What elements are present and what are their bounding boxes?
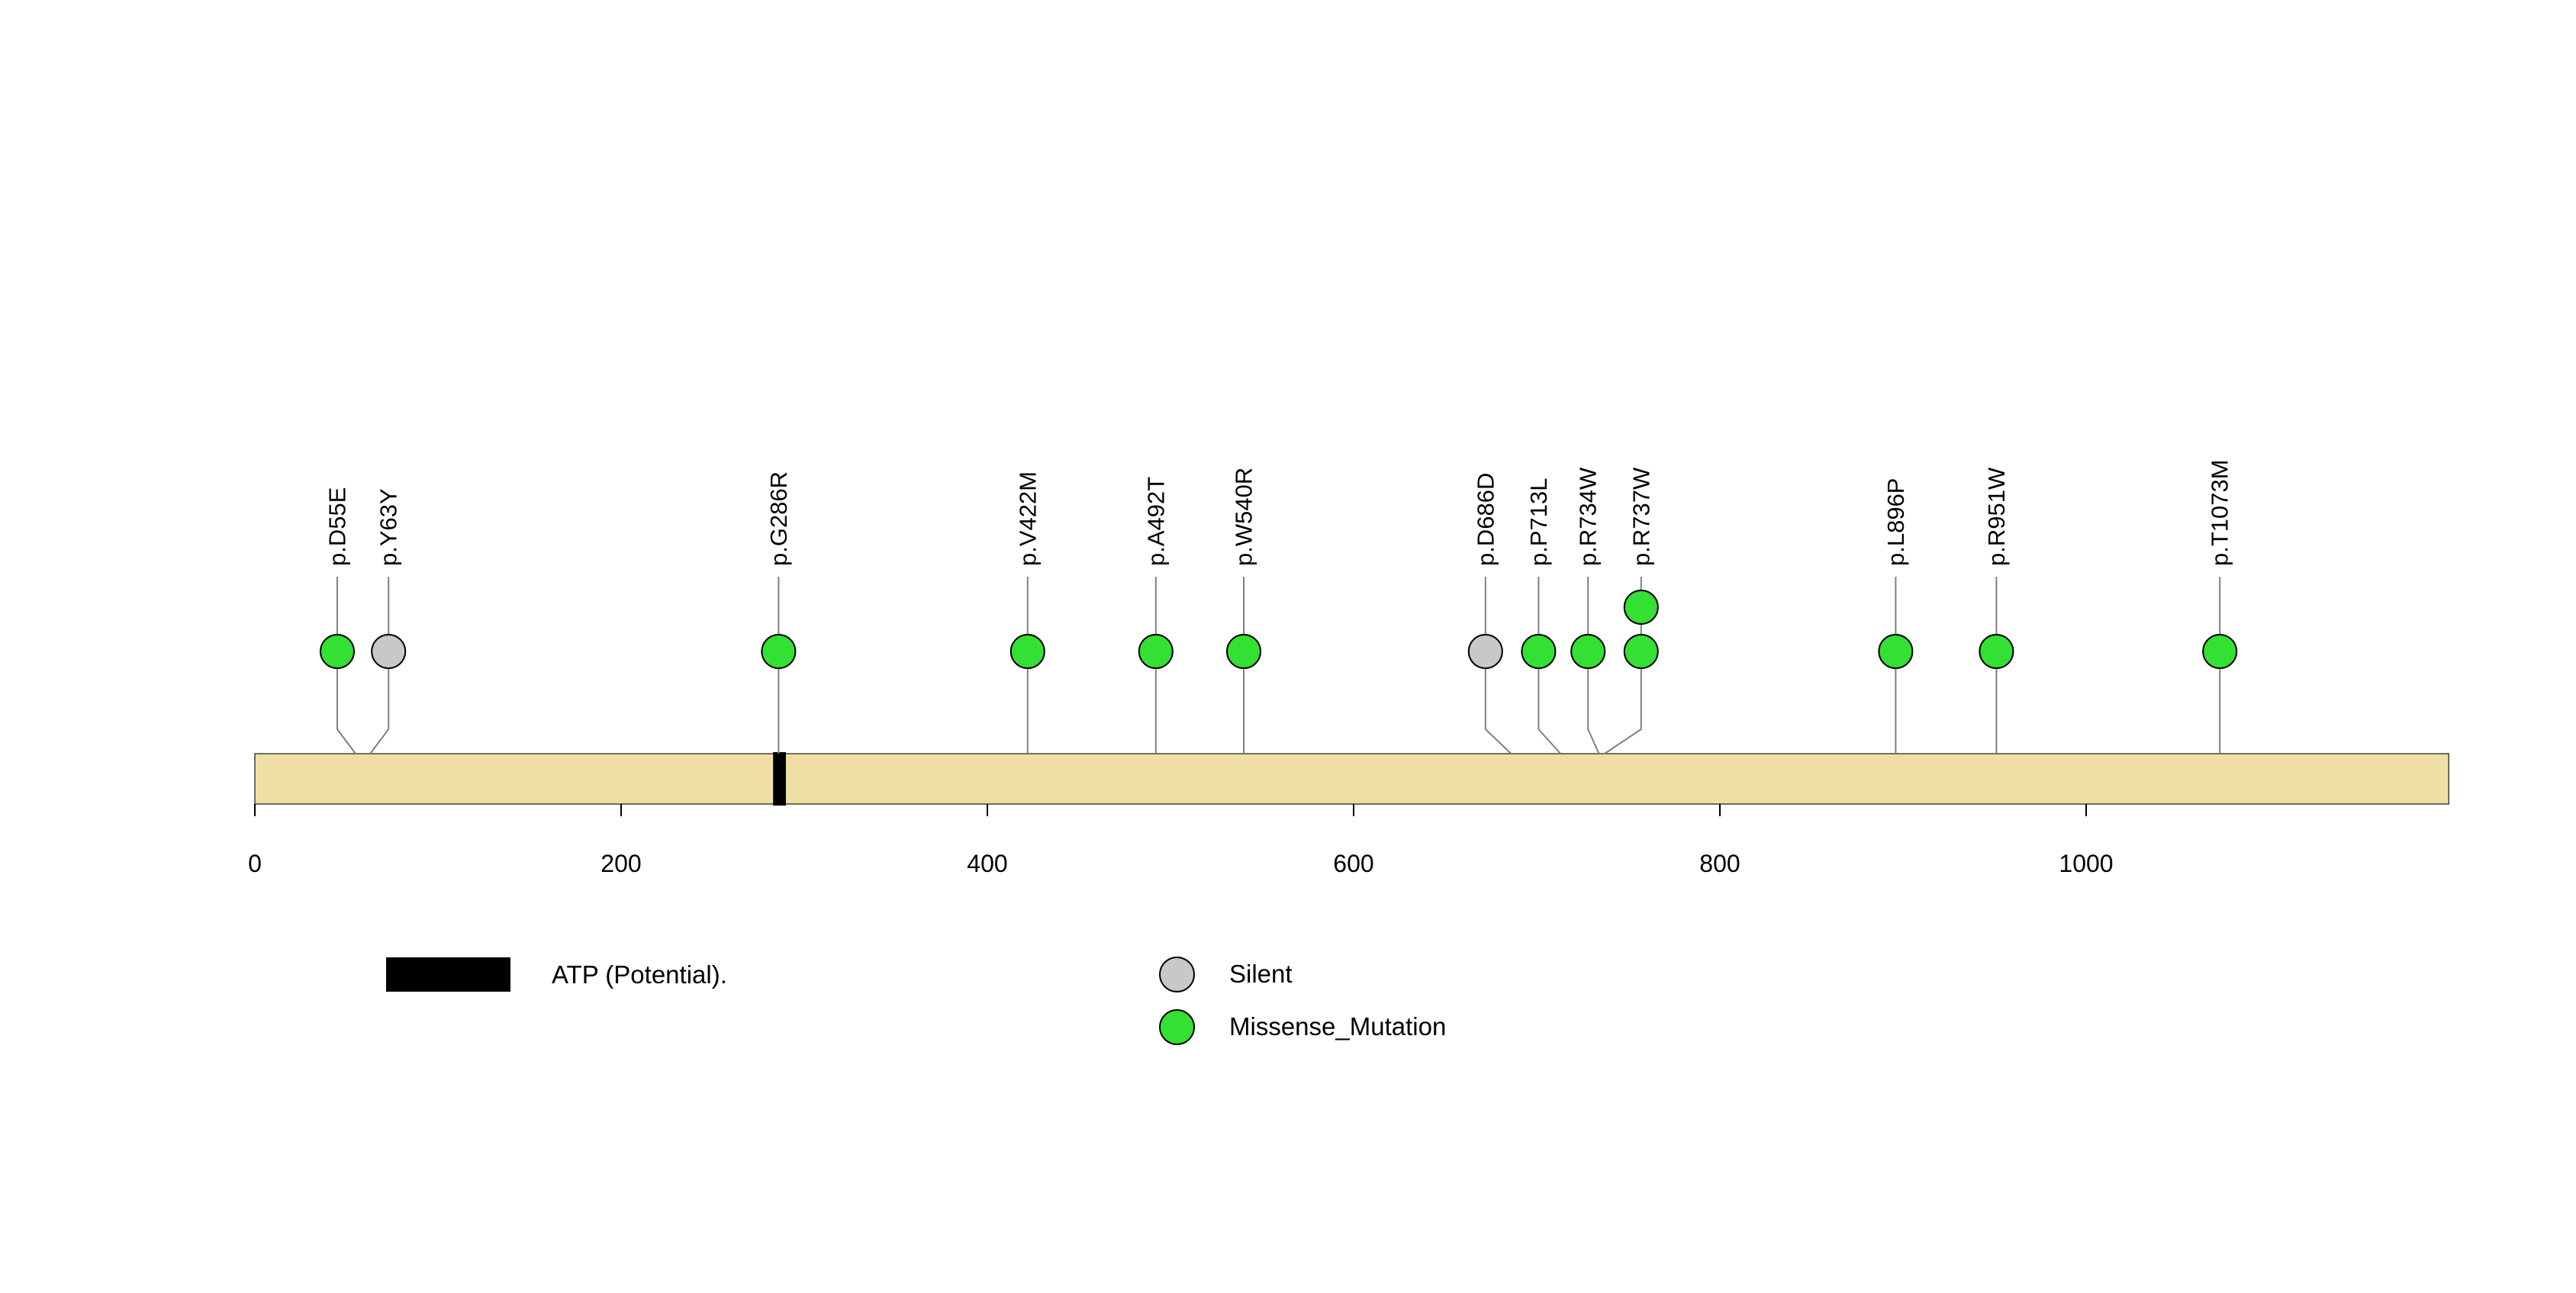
silent-legend-label: Silent: [1229, 960, 1293, 988]
mutation-lollipop[interactable]: [761, 634, 797, 669]
axis-tick-label: 0: [248, 850, 262, 877]
missense-legend-icon: [1159, 1008, 1195, 1045]
mutation-label: p.D55E: [324, 487, 351, 566]
mutation-lollipop[interactable]: [320, 634, 355, 669]
axis-tick-label: 800: [1699, 850, 1740, 877]
legend-item-silent: Silent: [1159, 956, 1446, 992]
mutation-lollipop[interactable]: [1226, 634, 1261, 669]
lollipop-stem: [1604, 577, 1642, 754]
mutation-lollipop[interactable]: [1623, 590, 1659, 625]
lollipop-stem: [1587, 577, 1600, 754]
mutation-label: p.A492T: [1142, 477, 1169, 566]
lollipop-stem: [369, 577, 390, 754]
mutation-label: p.G286R: [765, 471, 792, 566]
mutation-lollipop[interactable]: [1138, 634, 1174, 669]
atp-domain-swatch: [386, 957, 510, 992]
mutation-label: p.R734W: [1575, 467, 1602, 566]
mutation-lollipop[interactable]: [1979, 634, 2014, 669]
legend-domain: ATP (Potential).: [386, 957, 727, 992]
mutation-lollipop[interactable]: [1623, 634, 1659, 669]
mutation-label: p.D686D: [1472, 473, 1499, 566]
axis-tick-label: 1000: [2059, 850, 2113, 877]
missense-legend-label: Missense_Mutation: [1229, 1012, 1447, 1041]
mutation-label: p.Y63Y: [375, 488, 402, 566]
lollipop-stem: [1538, 577, 1561, 754]
mutation-label: p.R737W: [1628, 467, 1654, 566]
mutation-label: p.L896P: [1882, 478, 1909, 567]
axis-tick-label: 600: [1333, 850, 1373, 877]
mutation-label: p.W540R: [1231, 468, 1257, 566]
mutation-label: p.V422M: [1014, 471, 1041, 566]
silent-legend-icon: [1159, 956, 1195, 992]
mutation-label: p.R951W: [1983, 467, 2010, 566]
mutation-lollipop[interactable]: [371, 634, 407, 669]
mutation-label: p.P713L: [1525, 478, 1552, 566]
axis-tick-label: 200: [601, 850, 641, 877]
lollipop-stem: [336, 577, 356, 754]
lollipop-stem: [1484, 577, 1512, 754]
atp-domain-block: [773, 752, 786, 806]
mutation-lollipop[interactable]: [1467, 634, 1503, 669]
mutation-lollipop[interactable]: [1009, 634, 1045, 669]
mutation-lollipop[interactable]: [1521, 634, 1557, 669]
mutation-lollipop[interactable]: [1570, 634, 1606, 669]
legend-item-missense: Missense_Mutation: [1159, 1008, 1447, 1045]
mutation-lollipop[interactable]: [1878, 634, 1914, 669]
legend-mutation-types: Silent Missense_Mutation: [1159, 956, 1447, 1045]
atp-domain-label: ATP (Potential).: [552, 960, 727, 989]
axis-tick-label: 400: [967, 850, 1007, 877]
mutation-label: p.T1073M: [2207, 459, 2233, 566]
mutation-lollipop[interactable]: [2202, 634, 2238, 669]
protein-bar: [254, 753, 2449, 805]
